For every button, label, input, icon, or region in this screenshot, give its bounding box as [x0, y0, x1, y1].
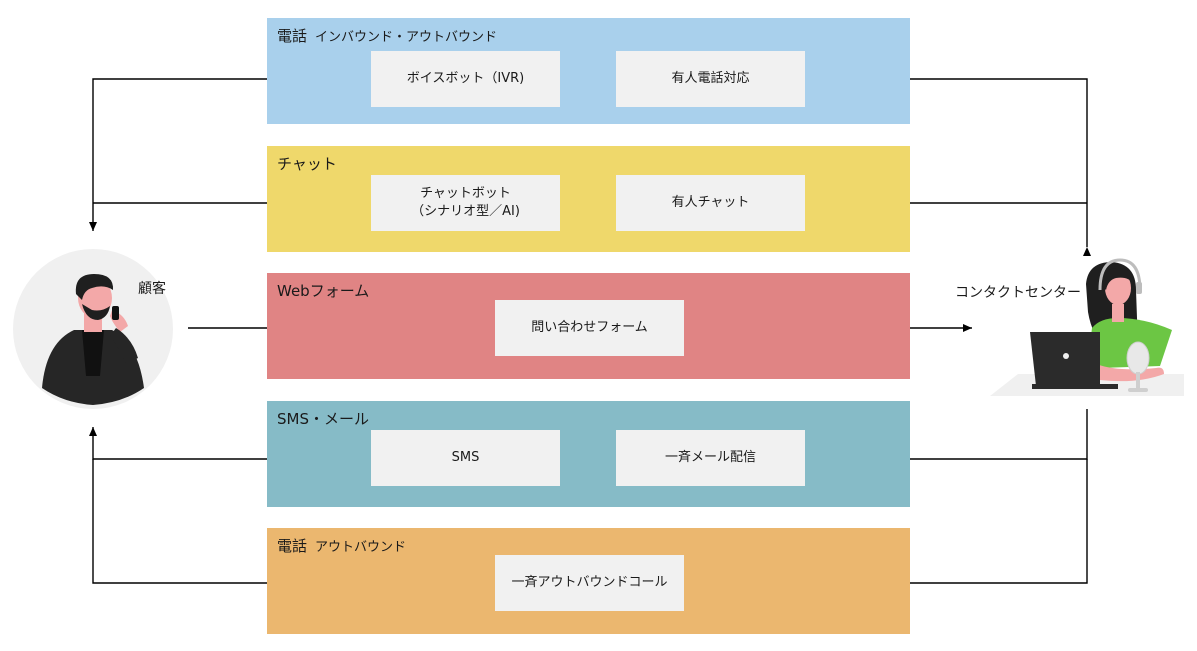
human-phone-box: 有人電話対応	[616, 51, 805, 107]
channel-band-outbound-phone: 電話アウトバウンド 一斉アウトバウンドコール	[267, 528, 910, 634]
inquiry-form-box: 問い合わせフォーム	[495, 300, 684, 356]
customer-phone	[112, 306, 119, 320]
channel-band-chat: チャット チャットボット （シナリオ型／AI) 有人チャット	[267, 146, 910, 252]
channel-band-sms-mail: SMS・メール SMS 一斉メール配信	[267, 401, 910, 507]
microphone	[1126, 341, 1150, 375]
laptop	[1030, 332, 1100, 386]
customer-hair	[75, 274, 114, 300]
sms-box: SMS	[371, 430, 560, 486]
bulk-mail-box: 一斉メール配信	[616, 430, 805, 486]
customer-label: 顧客	[138, 281, 166, 297]
channel-title: チャット	[277, 155, 337, 173]
customer-illustration	[13, 249, 173, 409]
agent-shirt	[1091, 318, 1172, 368]
chatbot-box: チャットボット （シナリオ型／AI)	[371, 175, 560, 231]
bulk-outbound-call-box: 一斉アウトバウンドコール	[495, 555, 684, 611]
contact-center-label: コンタクトセンター	[955, 285, 1081, 301]
channel-subtitle: インバウンド・アウトバウンド	[315, 30, 498, 45]
headset	[1098, 258, 1142, 291]
human-chat-box: 有人チャット	[616, 175, 805, 231]
channel-subtitle: アウトバウンド	[315, 540, 407, 555]
contact-center-illustration	[990, 258, 1184, 396]
channel-title: Webフォーム	[277, 282, 370, 300]
channel-title: SMS・メール	[277, 410, 369, 428]
channel-title: 電話インバウンド・アウトバウンド	[277, 27, 498, 45]
voicebot-ivr-box: ボイスボット（IVR)	[371, 51, 560, 107]
channel-title: 電話アウトバウンド	[277, 537, 407, 555]
channel-band-webform: Webフォーム 問い合わせフォーム	[267, 273, 910, 379]
channel-band-phone: 電話インバウンド・アウトバウンド ボイスボット（IVR) 有人電話対応	[267, 18, 910, 124]
